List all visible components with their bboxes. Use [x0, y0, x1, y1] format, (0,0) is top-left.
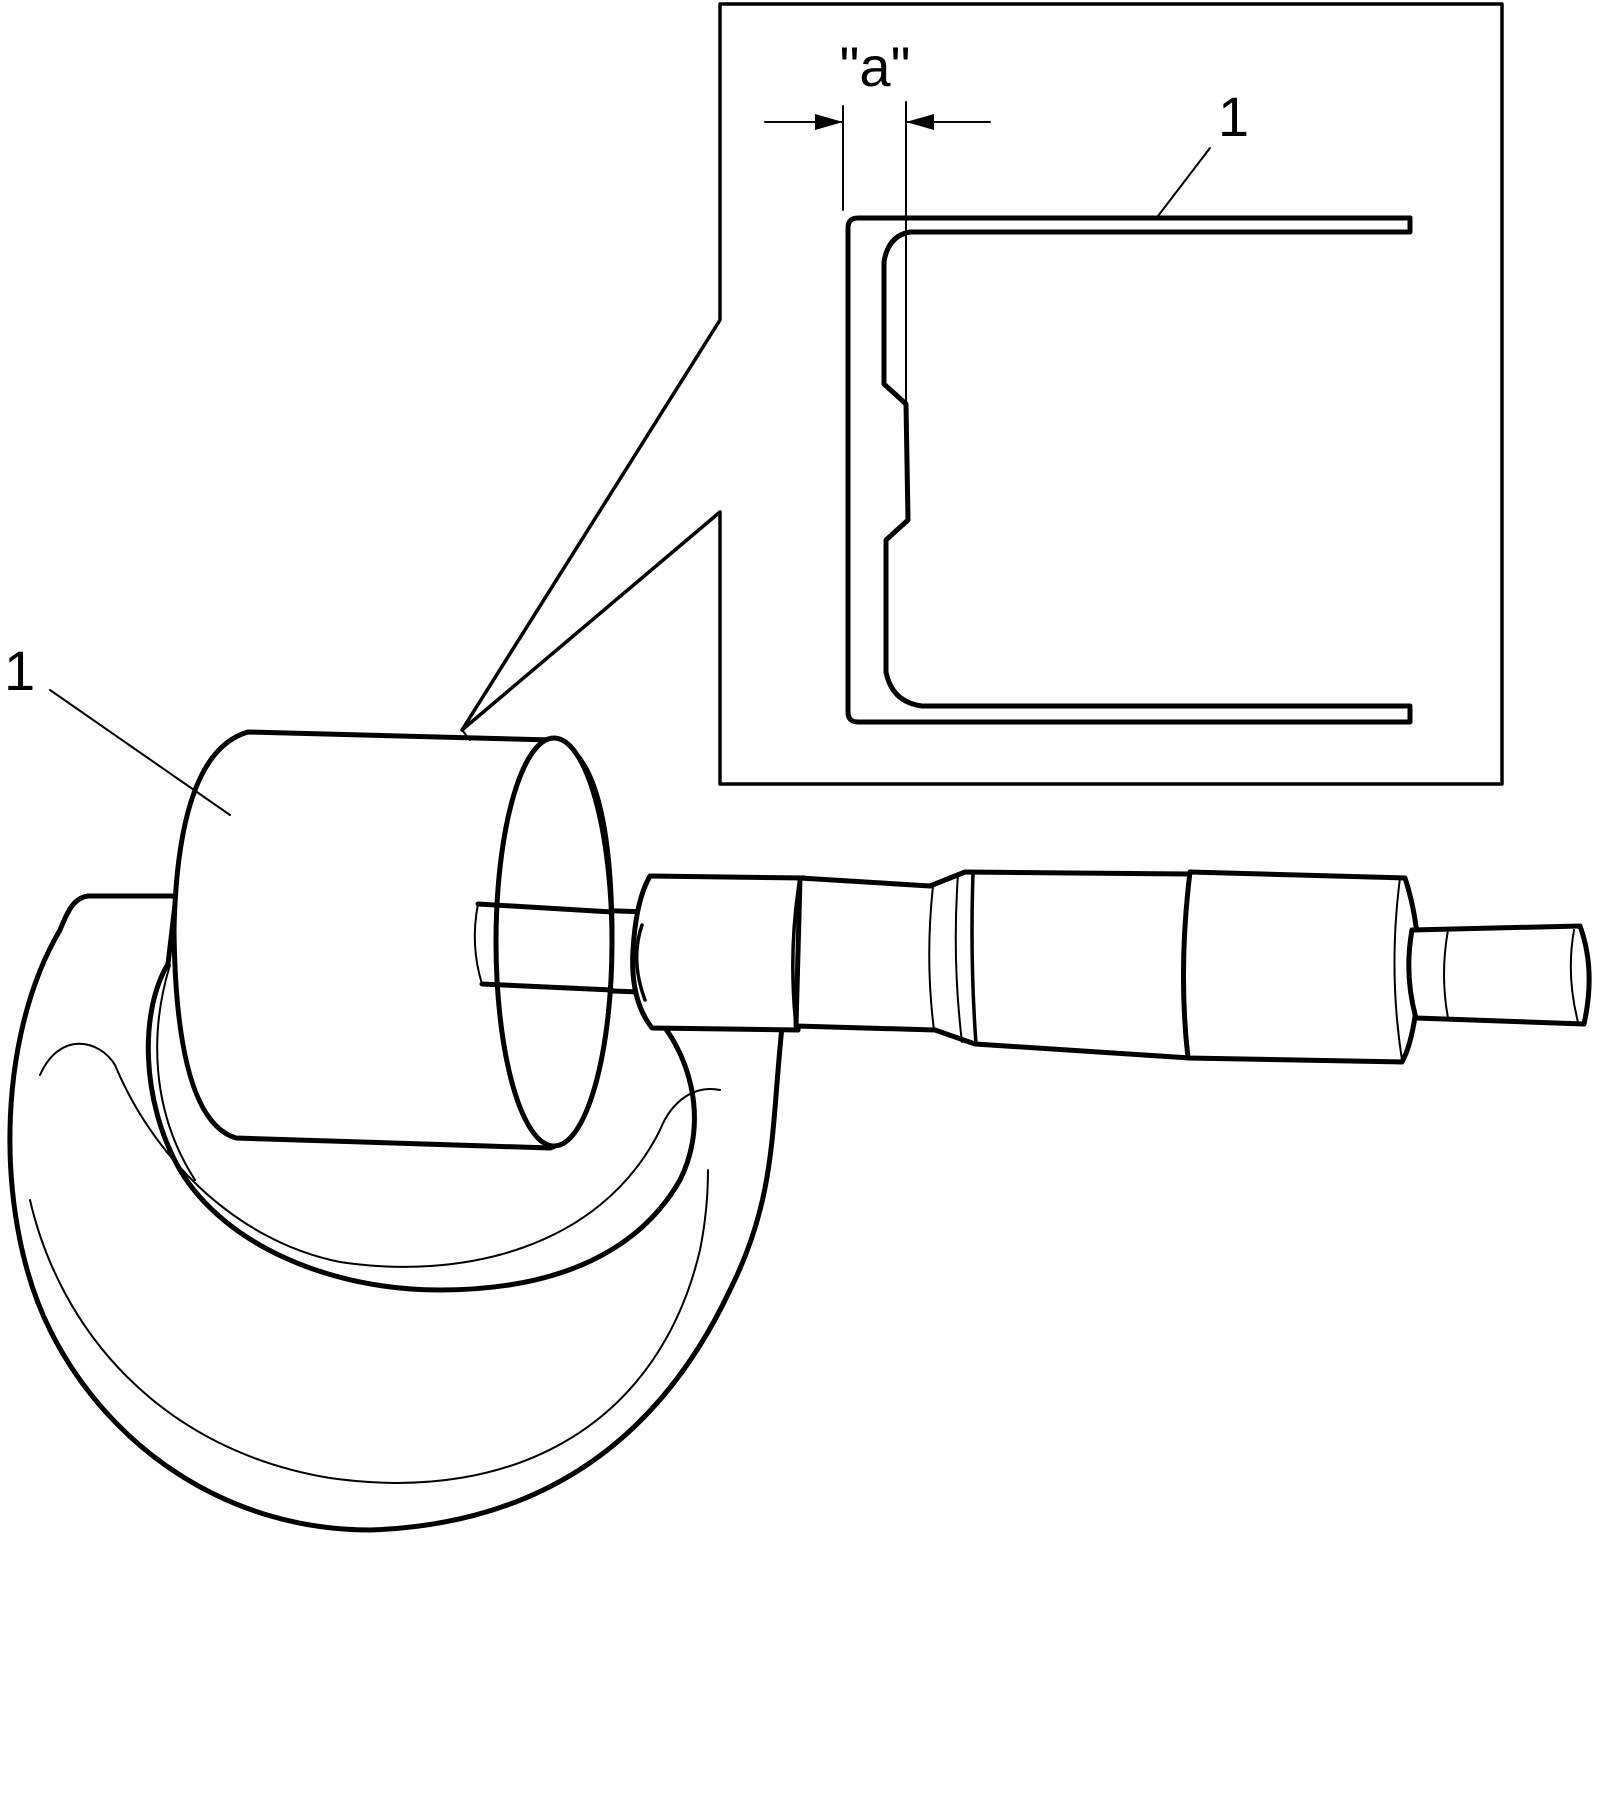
micrometer-barrel — [791, 869, 1193, 1061]
bearing-shell-edge — [493, 735, 615, 1149]
detail-callout-frame — [460, 2, 1504, 786]
micrometer-sleeve — [630, 873, 808, 1033]
micrometer-frame — [7, 893, 803, 1533]
detail-part-number: 1 — [1218, 85, 1249, 148]
dimension-label: "a" — [840, 35, 911, 98]
bearing-shell — [171, 729, 615, 1151]
detail-leader-line — [1157, 147, 1211, 217]
dimension-arrow-right — [906, 114, 934, 130]
main-leader-line — [49, 689, 231, 816]
main-part-number: 1 — [4, 639, 35, 702]
dimension-arrow-left — [815, 114, 843, 130]
micrometer-thimble — [1180, 869, 1422, 1065]
detail-callout: "a" 1 — [460, 2, 1504, 786]
detail-pointer-line — [461, 729, 471, 741]
dimension-a: "a" — [764, 35, 991, 409]
micrometer-ratchet — [1406, 923, 1592, 1027]
